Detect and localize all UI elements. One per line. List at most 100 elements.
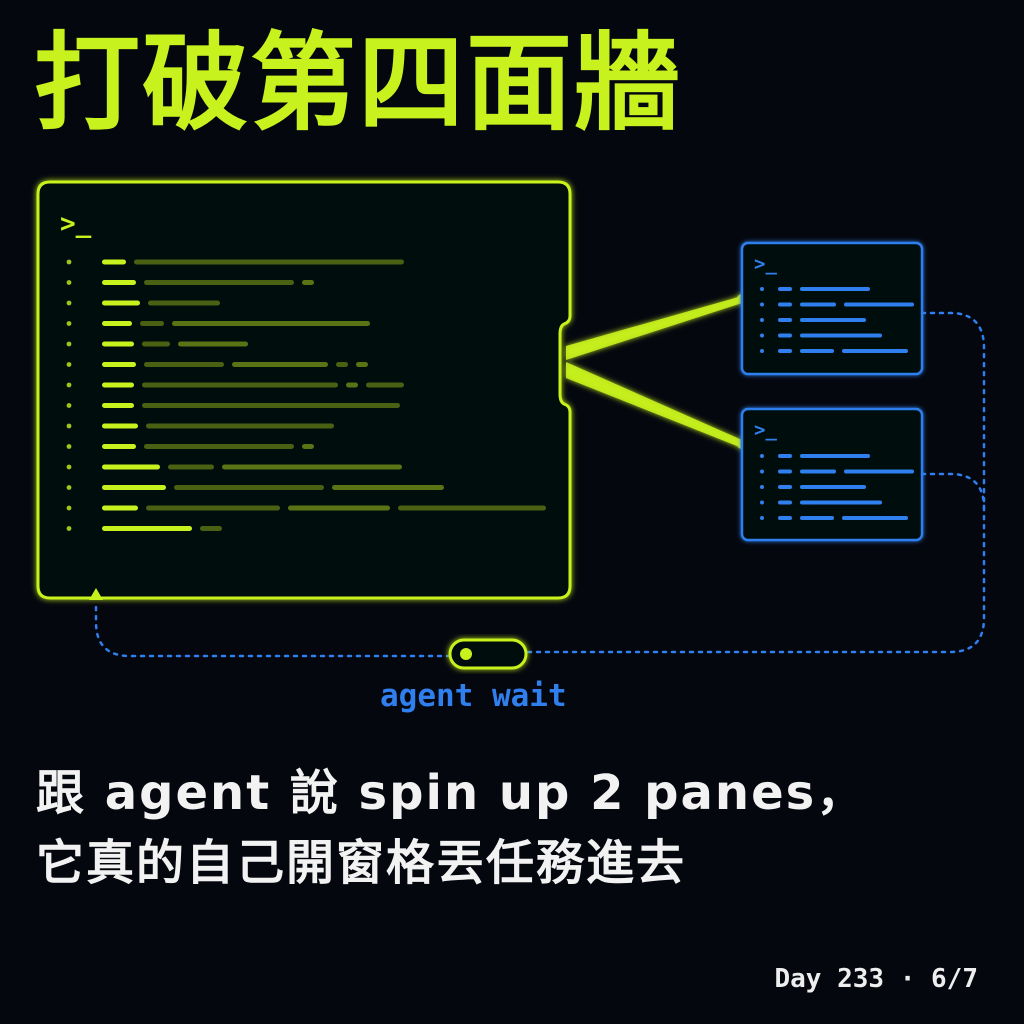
line-bullet bbox=[66, 526, 72, 531]
code-segment bbox=[778, 287, 792, 291]
line-bullet bbox=[760, 454, 764, 458]
line-bullet bbox=[760, 287, 764, 291]
agent-wait-label: agent wait bbox=[380, 678, 567, 714]
terminal-prompt-icon: >_ bbox=[754, 419, 777, 441]
code-segment bbox=[102, 362, 136, 367]
code-segment bbox=[168, 464, 214, 470]
code-segment bbox=[144, 362, 224, 367]
code-segment bbox=[800, 333, 882, 338]
code-segment bbox=[102, 382, 134, 388]
code-segment bbox=[842, 349, 908, 353]
code-segment bbox=[102, 300, 140, 306]
code-segment bbox=[222, 464, 402, 470]
code-segment bbox=[102, 321, 132, 326]
code-segment bbox=[102, 444, 136, 449]
code-segment bbox=[778, 485, 792, 489]
code-segment bbox=[800, 485, 866, 489]
main-terminal-frame bbox=[36, 180, 572, 600]
terminal-prompt-icon: >_ bbox=[754, 253, 777, 275]
line-bullet bbox=[66, 485, 72, 490]
code-segment bbox=[778, 454, 792, 458]
up-arrow-icon bbox=[89, 588, 103, 600]
code-segment bbox=[800, 500, 882, 505]
code-segment bbox=[232, 362, 328, 367]
line-bullet bbox=[66, 259, 72, 265]
code-segment bbox=[800, 287, 870, 291]
page-counter: Day 233 · 6/7 bbox=[774, 964, 979, 994]
code-segment bbox=[102, 485, 166, 490]
code-segment bbox=[142, 382, 338, 388]
code-segment bbox=[134, 259, 404, 265]
code-segment bbox=[778, 469, 792, 474]
code-segment bbox=[102, 423, 138, 429]
pane-1-code-lines bbox=[760, 287, 914, 353]
line-bullet bbox=[760, 516, 764, 520]
code-segment bbox=[800, 302, 836, 307]
code-segment bbox=[800, 469, 836, 474]
line-bullet bbox=[66, 341, 72, 347]
code-segment bbox=[336, 362, 348, 367]
caption: 跟 agent 說 spin up 2 panes， 它真的自己開窗格丟任務進去 bbox=[36, 758, 866, 898]
code-segment bbox=[102, 341, 134, 347]
code-segment bbox=[142, 341, 170, 347]
line-bullet bbox=[66, 505, 72, 511]
code-segment bbox=[356, 362, 368, 367]
code-segment bbox=[144, 444, 294, 449]
code-segment bbox=[332, 485, 444, 490]
code-segment bbox=[102, 259, 126, 265]
line-bullet bbox=[66, 362, 72, 367]
code-segment bbox=[778, 516, 792, 520]
code-segment bbox=[800, 318, 866, 322]
line-bullet bbox=[66, 321, 72, 326]
code-segment bbox=[200, 526, 222, 531]
code-segment bbox=[174, 485, 324, 490]
code-segment bbox=[302, 444, 314, 449]
code-segment bbox=[172, 321, 370, 326]
code-segment bbox=[144, 280, 294, 285]
code-segment bbox=[102, 505, 138, 511]
line-bullet bbox=[760, 318, 764, 322]
line-bullet bbox=[66, 300, 72, 306]
code-segment bbox=[778, 349, 792, 353]
line-bullet bbox=[760, 349, 764, 353]
code-segment bbox=[288, 505, 390, 511]
line-bullet bbox=[66, 423, 72, 429]
toggle-switch-icon bbox=[448, 638, 528, 670]
code-segment bbox=[800, 349, 834, 353]
pane-2-code-lines bbox=[760, 454, 914, 520]
code-segment bbox=[148, 300, 220, 306]
line-bullet bbox=[760, 333, 764, 338]
pane-window-1: >_ bbox=[740, 241, 924, 376]
code-segment bbox=[142, 403, 400, 408]
line-bullet bbox=[66, 382, 72, 388]
pane-window-2: >_ bbox=[740, 407, 924, 542]
code-segment bbox=[844, 469, 914, 474]
line-bullet bbox=[66, 444, 72, 449]
line-bullet bbox=[66, 464, 72, 470]
code-segment bbox=[346, 382, 358, 388]
code-segment bbox=[844, 302, 914, 307]
line-bullet bbox=[66, 403, 72, 408]
code-segment bbox=[102, 403, 134, 408]
main-terminal-code-lines bbox=[66, 259, 546, 531]
code-segment bbox=[146, 423, 334, 429]
code-segment bbox=[778, 333, 792, 338]
code-segment bbox=[778, 302, 792, 307]
code-segment bbox=[800, 454, 870, 458]
terminal-prompt-icon: >_ bbox=[60, 209, 92, 239]
wait-return-path bbox=[94, 311, 986, 658]
line-bullet bbox=[760, 500, 764, 505]
line-bullet bbox=[760, 485, 764, 489]
code-segment bbox=[366, 382, 404, 388]
caption-line-2: 它真的自己開窗格丟任務進去 bbox=[36, 835, 687, 891]
code-segment bbox=[102, 464, 160, 470]
code-segment bbox=[102, 526, 192, 531]
code-segment bbox=[302, 280, 314, 285]
caption-line-1: 跟 agent 說 spin up 2 panes， bbox=[36, 765, 867, 821]
slide-title: 打破第四面牆 bbox=[34, 22, 682, 145]
line-bullet bbox=[760, 469, 764, 474]
code-segment bbox=[778, 318, 792, 322]
code-segment bbox=[778, 500, 792, 505]
